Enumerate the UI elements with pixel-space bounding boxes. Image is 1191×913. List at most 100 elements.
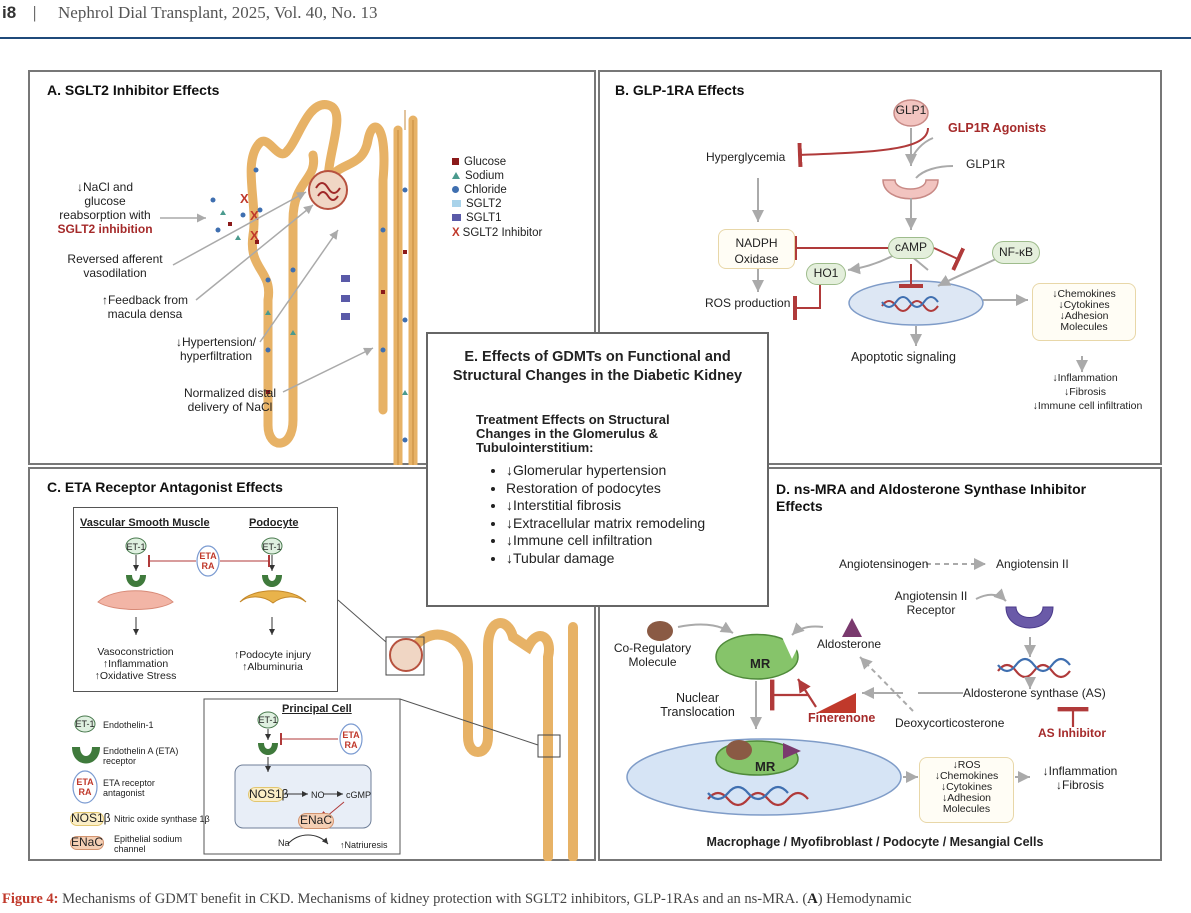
- caption-tail: ) Hemodynamic: [817, 891, 912, 907]
- legend-et1-icon-label: ET-1: [75, 719, 95, 729]
- legend-sglt1: SGLT1: [452, 212, 502, 224]
- smooth-muscle-cell: [97, 590, 174, 610]
- list-item: ↓Tubular damage: [506, 550, 761, 568]
- et1-vsm-label: ET-1: [126, 542, 146, 552]
- panel-b-diagram: [752, 99, 1088, 372]
- caption-text: Mechanisms of GDMT benefit in CKD. Mecha…: [58, 891, 808, 907]
- eta-receptor-vsm: [126, 575, 146, 587]
- svg-text:X: X: [250, 228, 259, 243]
- nfkb-node: NF-κB: [992, 241, 1040, 264]
- nucleus-d: [626, 738, 902, 816]
- panel-c-tubule: [403, 618, 578, 861]
- annotation-feedback-1: ↑Feedback from: [101, 293, 189, 307]
- d-effect-cytokines: ↓Cytokines: [940, 781, 993, 793]
- cgmp-label: cGMP: [346, 790, 372, 800]
- annotation-reversed-2: vasodilation: [83, 266, 147, 280]
- vsm-effect-2: ↑Inflammation: [102, 658, 169, 670]
- legend-eta-antagonist: ETA receptor: [103, 778, 155, 788]
- dna-nucleus-d: [707, 791, 809, 807]
- angiotensin2-label: Angiotensin II: [996, 557, 1069, 571]
- d-effect-chemokines: ↓Chemokines: [934, 770, 999, 782]
- principal-nos: NOS1β: [248, 787, 289, 802]
- vsm-effect-1: Vasoconstriction: [97, 646, 174, 658]
- panel-a-arrows: [160, 191, 374, 393]
- svg-text:X: X: [240, 191, 249, 206]
- nuclear-translocation-2: Translocation: [660, 705, 735, 719]
- legend-eta-receptor: Endothelin A (ETA): [103, 746, 179, 756]
- as-inhibitor-label: AS Inhibitor: [1038, 726, 1106, 740]
- principal-et1-label: ET-1: [258, 715, 278, 725]
- ho1-node: HO1: [806, 263, 846, 285]
- finerenone-label: Finerenone: [808, 711, 876, 725]
- glomerulus: [308, 170, 348, 210]
- at2-receptor: [1005, 606, 1054, 629]
- panel-c-glomerulus: [389, 638, 423, 672]
- panel-d-arrows: [677, 558, 1036, 783]
- podocyte-title: Podocyte: [249, 517, 299, 529]
- principal-cell-title: Principal Cell: [282, 703, 352, 715]
- angiotensinogen-label: Angiotensinogen: [839, 557, 929, 571]
- principal-ra-label: RA: [344, 740, 358, 750]
- legend-endothelin1: Endothelin-1: [103, 720, 154, 730]
- podo-effect-1: ↑Podocyte injury: [233, 649, 312, 661]
- nephron-outline: [397, 110, 414, 465]
- glp1r-label: GLP1R: [966, 157, 1006, 171]
- coregulatory-molecule: [647, 621, 673, 641]
- chemokines-box: ↓Chemokines ↓Cytokines ↓Adhesion Molecul…: [1032, 283, 1136, 341]
- et1-podocyte: [261, 537, 283, 555]
- panel-d-diagram: [626, 558, 1089, 816]
- figure-caption: Figure 4: Mechanisms of GDMT benefit in …: [2, 890, 1191, 908]
- coregulatory-label-1: Co-Regulatory: [613, 641, 692, 655]
- list-item: Restoration of podocytes: [506, 480, 761, 498]
- molecules-item: Molecules: [1060, 321, 1108, 333]
- panel-e-subtitle: Treatment Effects on Structural Changes …: [476, 413, 756, 455]
- outcome-inflammation: ↓Inflammation: [1052, 372, 1118, 384]
- cytokines-item: ↓Cytokines: [1058, 299, 1110, 311]
- page-number: i8: [2, 3, 17, 22]
- at2r-label-2: Receptor: [906, 603, 956, 617]
- panel-e-subtitle-3: Tubulointerstitium:: [476, 440, 594, 455]
- eta-receptor-podocyte: [262, 575, 282, 587]
- d-outcome-inflammation: ↓Inflammation: [1042, 764, 1118, 778]
- legend-nos-icon: NOS1β: [70, 811, 111, 826]
- nucleus-b: [848, 280, 984, 326]
- annotation-nacl-3: reabsorption with: [59, 208, 151, 222]
- panel-e-subtitle-1: Treatment Effects on Structural: [476, 412, 670, 427]
- annotation-sglt2-inhibition: SGLT2 inhibition: [57, 222, 153, 236]
- panel-a-nephron-illustration: XXX: [160, 100, 418, 465]
- legend-sodium: Sodium: [452, 170, 504, 182]
- tubule-particles: [210, 167, 408, 443]
- na-label: Na: [278, 838, 290, 848]
- mr-label-top: MR: [750, 656, 771, 671]
- outcome-fibrosis: ↓Fibrosis: [1063, 386, 1106, 398]
- annotation-nacl-1: ↓NaCl and: [76, 180, 134, 194]
- legend-enac-icon: ENaC: [70, 835, 104, 850]
- list-item: ↓Immune cell infiltration: [506, 532, 761, 550]
- nadph-label: NADPH: [735, 236, 778, 250]
- legend-eta-icon: ETA: [76, 777, 94, 787]
- aldosterone-synthase-label: Aldosterone synthase (AS): [963, 686, 1106, 700]
- aldosterone-molecule: [842, 618, 862, 637]
- annotation-reversed-1: Reversed afferent: [67, 252, 163, 266]
- deoxycorticosterone-label: Deoxycorticosterone: [895, 716, 1005, 730]
- d-effects-box: ↓ROS ↓Chemokines ↓Cytokines ↓Adhesion Mo…: [919, 757, 1014, 823]
- annotation-nacl-2: glucose: [84, 194, 126, 208]
- tubule-zoom-box: [537, 734, 561, 758]
- et1-podocyte-label: ET-1: [262, 542, 282, 552]
- eta-ra-center: [196, 545, 220, 577]
- list-item: ↓Glomerular hypertension: [506, 462, 761, 480]
- at2r-label-1: Angiotensin II: [894, 589, 968, 603]
- panel-b-title: B. GLP-1RA Effects: [615, 82, 745, 98]
- annotation-distal-2: delivery of NaCl: [187, 400, 273, 414]
- legend-eta-antagonist-2: antagonist: [103, 788, 145, 798]
- panel-e-subtitle-2: Changes in the Glomerulus &: [476, 426, 659, 441]
- panel-e-title-2: Structural Changes in the Diabetic Kidne…: [452, 368, 743, 384]
- coregulatory-label-2: Molecule: [628, 655, 677, 669]
- figure-label: Figure 4:: [2, 891, 59, 907]
- apoptotic-signaling-label: Apoptotic signaling: [851, 350, 956, 364]
- panel-e-bullets: ↓Glomerular hypertension Restoration of …: [482, 462, 761, 567]
- dna-b: [881, 300, 939, 312]
- principal-enac: ENaC: [298, 813, 334, 829]
- d-effect-molecules: Molecules: [942, 803, 991, 815]
